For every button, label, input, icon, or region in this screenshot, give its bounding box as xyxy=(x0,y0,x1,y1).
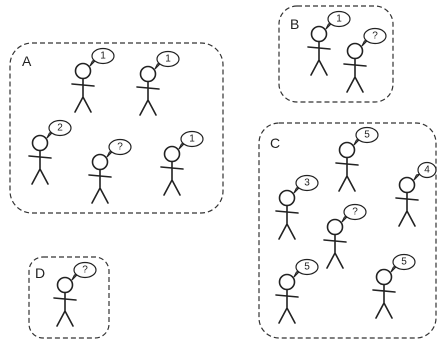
bubble-value: ? xyxy=(372,31,378,42)
group-a: A 1 1 xyxy=(10,43,223,213)
speech-bubble: 1 xyxy=(179,132,203,150)
group-b-label: B xyxy=(290,16,299,32)
speech-bubble: ? xyxy=(342,205,366,223)
stick-figure-icon xyxy=(396,178,418,227)
bubble-value: 5 xyxy=(401,257,407,268)
person-b2: ? xyxy=(344,29,386,93)
speech-bubble: 1 xyxy=(90,49,114,67)
stick-figure-icon xyxy=(29,136,51,185)
speech-bubble: 4 xyxy=(414,163,436,181)
group-a-boundary xyxy=(10,43,223,213)
speech-bubble: ? xyxy=(107,140,131,158)
person-a2: 1 xyxy=(137,52,179,116)
person-a3: 2 xyxy=(29,121,71,185)
bubble-value: 5 xyxy=(304,262,310,273)
person-a4: ? xyxy=(89,140,131,204)
stick-figure-icon xyxy=(324,220,346,269)
person-c6: 5 xyxy=(373,255,415,319)
stick-figure-icon xyxy=(137,67,159,116)
group-c: C 5 3 xyxy=(259,123,436,338)
group-c-label: C xyxy=(270,135,280,151)
speech-bubble: 5 xyxy=(294,260,318,278)
person-a1: 1 xyxy=(72,49,114,113)
person-c4: ? xyxy=(324,205,366,269)
bubble-value: 2 xyxy=(57,123,63,134)
speech-bubble: 1 xyxy=(155,52,179,70)
bubble-value: 1 xyxy=(189,134,195,145)
bubble-value: 3 xyxy=(304,178,310,189)
speech-bubble: ? xyxy=(362,29,386,47)
stick-figure-icon xyxy=(344,44,366,93)
person-a5: 1 xyxy=(161,132,203,196)
stick-figure-icon xyxy=(72,64,94,113)
bubble-value: ? xyxy=(352,207,358,218)
speech-bubble: 1 xyxy=(326,12,350,30)
bubble-value: 1 xyxy=(165,54,171,65)
bubble-value: ? xyxy=(82,265,88,276)
bubble-value: ? xyxy=(117,142,123,153)
person-c1: 5 xyxy=(336,128,378,192)
bubble-value: 1 xyxy=(336,14,342,25)
person-b1: 1 xyxy=(308,12,350,76)
bubble-value: 5 xyxy=(364,130,370,141)
bubble-value: 1 xyxy=(100,51,106,62)
stick-figure-icon xyxy=(276,275,298,324)
speech-bubble: 5 xyxy=(391,255,415,273)
group-d: D ? xyxy=(29,257,109,338)
group-d-label: D xyxy=(35,265,45,281)
person-c5: 5 xyxy=(276,260,318,324)
stick-figure-icon xyxy=(276,191,298,240)
group-b: B 1 ? xyxy=(279,6,393,102)
speech-bubble: 3 xyxy=(294,176,318,194)
stick-figure-icon xyxy=(161,147,183,196)
stick-figure-icon xyxy=(54,278,76,327)
person-d1: ? xyxy=(54,263,96,327)
speech-bubble: 2 xyxy=(47,121,71,139)
stick-figure-icon xyxy=(89,155,111,204)
bubble-value: 4 xyxy=(424,165,430,176)
stick-figure-icon xyxy=(308,27,330,76)
group-a-label: A xyxy=(22,53,32,69)
person-c2: 3 xyxy=(276,176,318,240)
stick-figure-icon xyxy=(336,143,358,192)
stick-figure-icon xyxy=(373,270,395,319)
speech-bubble: ? xyxy=(72,263,96,281)
speech-bubble: 5 xyxy=(354,128,378,146)
person-c3: 4 xyxy=(396,163,436,227)
